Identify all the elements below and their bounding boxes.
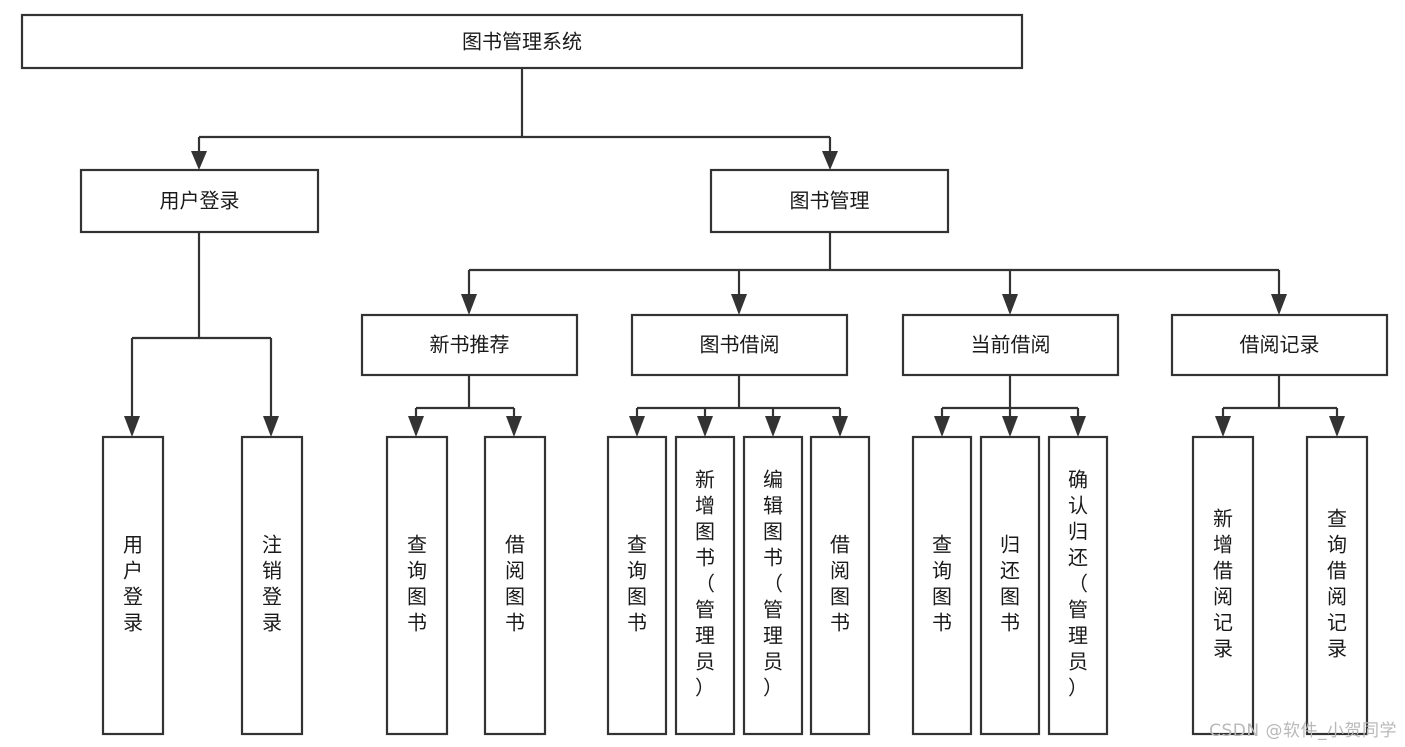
arrow-bookmgmt-child-1	[731, 294, 747, 315]
leaf-box-user-login-logout[interactable]	[240, 435, 304, 736]
leaf-box-newbook-borrow[interactable]	[483, 435, 547, 736]
leaf-node-borrow-add[interactable]: 新增图书（管理员）	[674, 435, 736, 736]
node-label-book-management: 图书管理	[790, 189, 870, 213]
leaf-label-borrow-borrow: 借阅图书	[830, 533, 850, 635]
leaf-box-record-add[interactable]	[1191, 435, 1255, 736]
leaf-label-user-login-logout: 注销登录	[262, 533, 282, 635]
leaf-label-current-confirm: 确认归还（管理员）	[1068, 468, 1088, 700]
node-box-book-management[interactable]	[709, 168, 950, 234]
node-book-management[interactable]: 图书管理	[709, 168, 950, 234]
leaf-label-current-query: 查询图书	[932, 533, 952, 635]
node-label-new-book-recommend: 新书推荐	[430, 333, 510, 357]
leaf-node-user-login-logout[interactable]: 注销登录	[240, 435, 304, 736]
node-label-user-login: 用户登录	[160, 189, 240, 213]
leaf-label-record-query: 查询借阅记录	[1327, 507, 1347, 661]
edges-layer	[124, 68, 1345, 437]
arrow-current-leaf-0	[934, 416, 950, 437]
leaf-box-borrow-add[interactable]	[674, 435, 736, 736]
leaf-node-current-confirm[interactable]: 确认归还（管理员）	[1047, 435, 1109, 736]
leaf-box-user-login-login[interactable]	[101, 435, 165, 736]
leaf-node-borrow-borrow[interactable]: 借阅图书	[809, 435, 871, 736]
leaf-label-newbook-query: 查询图书	[407, 533, 427, 635]
node-box-new-book-recommend[interactable]	[360, 313, 579, 377]
arrow-borrow-leaf-3	[832, 416, 848, 437]
arrow-newbook-leaf-1	[506, 416, 522, 437]
arrow-root-to-bookmgmt	[822, 151, 838, 170]
node-user-login[interactable]: 用户登录	[79, 168, 320, 234]
arrow-borrow-leaf-1	[697, 416, 713, 437]
node-label-book-borrow: 图书借阅	[700, 333, 780, 357]
node-box-user-login[interactable]	[79, 168, 320, 234]
node-book-borrow[interactable]: 图书借阅	[630, 313, 849, 377]
arrow-current-leaf-2	[1070, 416, 1086, 437]
leaf-label-record-add: 新增借阅记录	[1213, 507, 1233, 661]
leaf-node-newbook-query[interactable]: 查询图书	[385, 435, 449, 736]
leaf-box-borrow-query[interactable]	[606, 435, 668, 736]
arrow-bookmgmt-child-0	[461, 294, 477, 315]
leaf-box-record-query[interactable]	[1305, 435, 1369, 736]
leaf-node-record-query[interactable]: 查询借阅记录	[1305, 435, 1369, 736]
leaf-node-newbook-borrow[interactable]: 借阅图书	[483, 435, 547, 736]
leaf-box-current-query[interactable]	[911, 435, 973, 736]
leaf-node-record-add[interactable]: 新增借阅记录	[1191, 435, 1255, 736]
leaf-label-borrow-add: 新增图书（管理员）	[695, 468, 715, 700]
leaf-box-borrow-edit[interactable]	[742, 435, 804, 736]
node-current-borrow[interactable]: 当前借阅	[901, 313, 1120, 377]
node-new-book-recommend[interactable]: 新书推荐	[360, 313, 579, 377]
leaf-node-borrow-edit[interactable]: 编辑图书（管理员）	[742, 435, 804, 736]
node-label-root: 图书管理系统	[462, 30, 582, 54]
leaf-node-current-query[interactable]: 查询图书	[911, 435, 973, 736]
arrow-bookmgmt-child-2	[1002, 294, 1018, 315]
node-book-management-system[interactable]: 图书管理系统	[20, 13, 1024, 70]
arrow-borrow-leaf-2	[765, 416, 781, 437]
leaf-node-user-login-login[interactable]: 用户登录	[101, 435, 165, 736]
leaf-label-newbook-borrow: 借阅图书	[505, 533, 525, 635]
arrow-newbook-leaf-0	[408, 416, 424, 437]
node-label-current-borrow: 当前借阅	[971, 333, 1051, 357]
arrow-record-leaf-0	[1215, 416, 1231, 437]
leaf-node-borrow-query[interactable]: 查询图书	[606, 435, 668, 736]
leaf-label-user-login-login: 用户登录	[123, 533, 143, 635]
node-borrow-record[interactable]: 借阅记录	[1170, 313, 1389, 377]
leaf-node-current-return[interactable]: 归还图书	[979, 435, 1041, 736]
node-box-current-borrow[interactable]	[901, 313, 1120, 377]
leaf-box-newbook-query[interactable]	[385, 435, 449, 736]
arrow-current-leaf-1	[1002, 416, 1018, 437]
leaf-box-current-return[interactable]	[979, 435, 1041, 736]
arrow-root-to-userlogin	[191, 151, 207, 170]
arrow-record-leaf-1	[1329, 416, 1345, 437]
leaf-label-current-return: 归还图书	[1000, 533, 1020, 635]
leaf-box-borrow-borrow[interactable]	[809, 435, 871, 736]
leaf-label-borrow-query: 查询图书	[627, 533, 647, 635]
arrow-bookmgmt-child-3	[1271, 294, 1287, 315]
node-label-borrow-record: 借阅记录	[1240, 333, 1320, 357]
node-box-root[interactable]	[20, 13, 1024, 70]
node-box-borrow-record[interactable]	[1170, 313, 1389, 377]
arrow-userlogin-leaf-1	[263, 416, 279, 437]
leaf-box-current-confirm[interactable]	[1047, 435, 1109, 736]
arrow-borrow-leaf-0	[629, 416, 645, 437]
leaf-label-borrow-edit: 编辑图书（管理员）	[763, 468, 783, 700]
arrow-userlogin-leaf-0	[124, 416, 140, 437]
csdn-watermark: CSDN @软件_小贺同学	[1209, 721, 1397, 741]
node-box-book-borrow[interactable]	[630, 313, 849, 377]
